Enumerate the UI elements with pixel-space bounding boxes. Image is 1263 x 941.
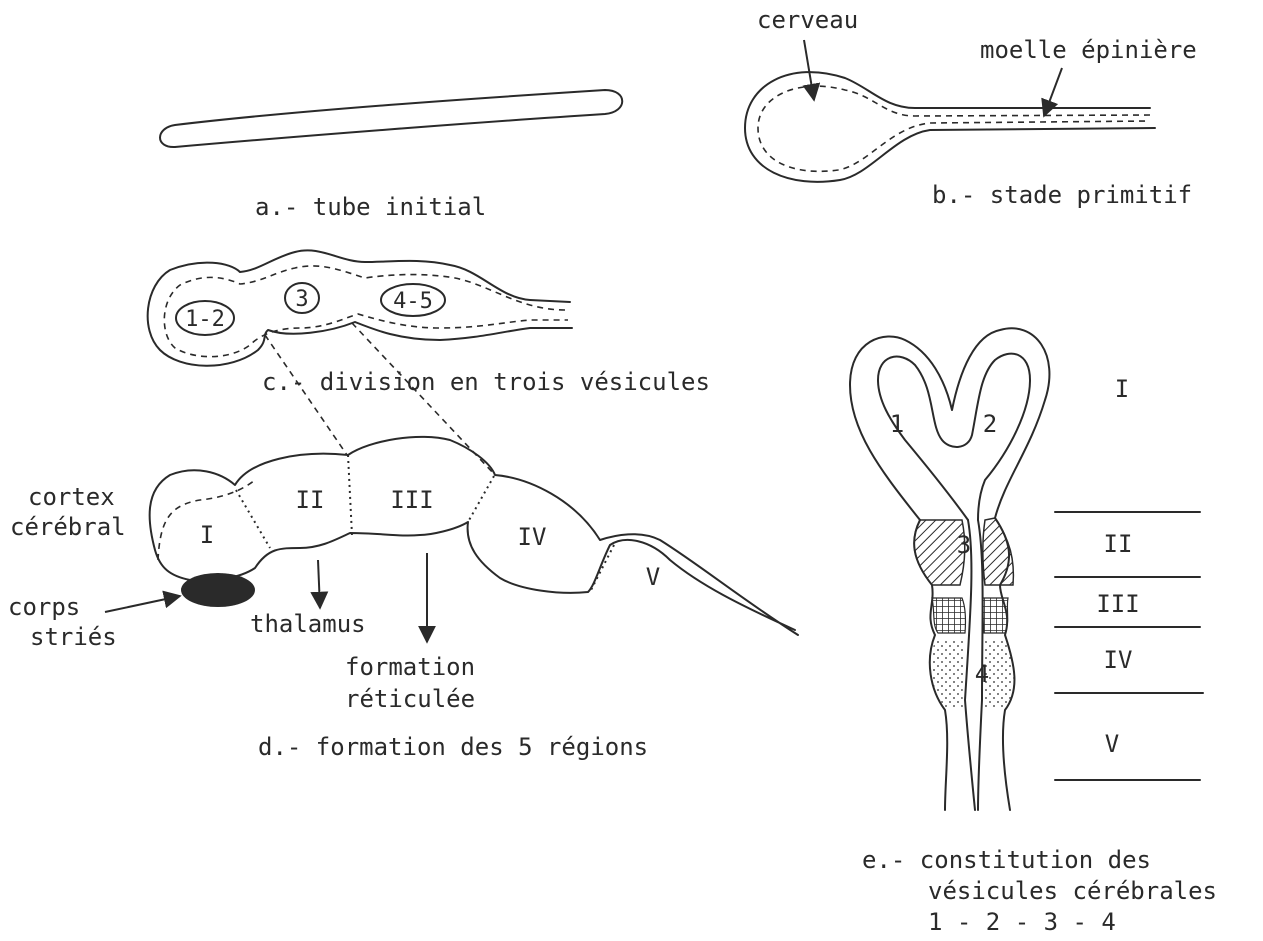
region-III: III	[390, 486, 433, 514]
number-4: 4	[975, 660, 989, 688]
region-I: I	[200, 521, 214, 549]
level-I: I	[1115, 375, 1129, 403]
region-III-cross-left	[932, 598, 966, 633]
number-1: 1	[890, 410, 904, 438]
panel-e: 1 2 3 4 I II III IV V e.- constitution d…	[850, 328, 1217, 936]
panel-a: a.- tube initial	[160, 90, 622, 221]
level-III: III	[1096, 590, 1139, 618]
region-IV: IV	[518, 523, 547, 551]
boundary-III-IV	[468, 476, 494, 522]
level-V: V	[1105, 730, 1119, 758]
five-regions-outline	[150, 437, 798, 635]
vesicle-1-2-label: 1-2	[185, 307, 225, 332]
panel-d-caption: d.- formation des 5 régions	[258, 733, 648, 761]
number-3: 3	[957, 531, 971, 559]
boundary-I-II-top	[236, 490, 270, 548]
panel-d: I II III IV V cortex cérébral corps stri…	[8, 437, 798, 761]
panel-e-caption-3: 1 - 2 - 3 - 4	[928, 908, 1116, 936]
region-II: II	[296, 486, 325, 514]
label-corps-2: striés	[30, 623, 117, 651]
level-II: II	[1104, 530, 1133, 558]
region-V: V	[646, 563, 660, 591]
region-II-hatch-right	[983, 518, 1014, 585]
arrow-thalamus	[318, 560, 320, 608]
primitive-brain-outline	[745, 72, 1155, 182]
label-thalamus: thalamus	[250, 610, 366, 638]
boundary-II-III	[348, 455, 352, 535]
label-cortex-1: cortex	[28, 483, 115, 511]
panel-a-caption: a.- tube initial	[255, 193, 486, 221]
number-2: 2	[983, 410, 997, 438]
canal-left	[965, 520, 975, 810]
label-cortex-2: cérébral	[10, 513, 126, 541]
initial-tube	[160, 90, 622, 147]
level-IV: IV	[1104, 646, 1133, 674]
label-cerveau: cerveau	[757, 6, 858, 34]
panel-b-caption: b.- stade primitif	[932, 181, 1192, 209]
vesicle-4-5-label: 4-5	[393, 289, 433, 314]
label-formation-1: formation	[345, 653, 475, 681]
region-III-cross-right	[983, 598, 1008, 633]
arrow-cerveau	[804, 40, 814, 100]
panel-e-caption-2: vésicules cérébrales	[928, 877, 1217, 905]
panel-c-caption: c.- division en trois vésicules	[262, 368, 710, 396]
panel-c: 1-2 3 4-5 c.- division en trois vésicule…	[148, 250, 710, 396]
panel-b: cerveau moelle épinière b.- stade primit…	[745, 6, 1197, 209]
label-corps-1: corps	[8, 593, 80, 621]
vesicle-3-label: 3	[295, 287, 308, 312]
label-formation-2: réticulée	[345, 685, 475, 713]
label-moelle: moelle épinière	[980, 36, 1197, 64]
arrow-corps-stries	[105, 596, 180, 612]
panel-e-caption-1: e.- constitution des	[862, 846, 1151, 874]
